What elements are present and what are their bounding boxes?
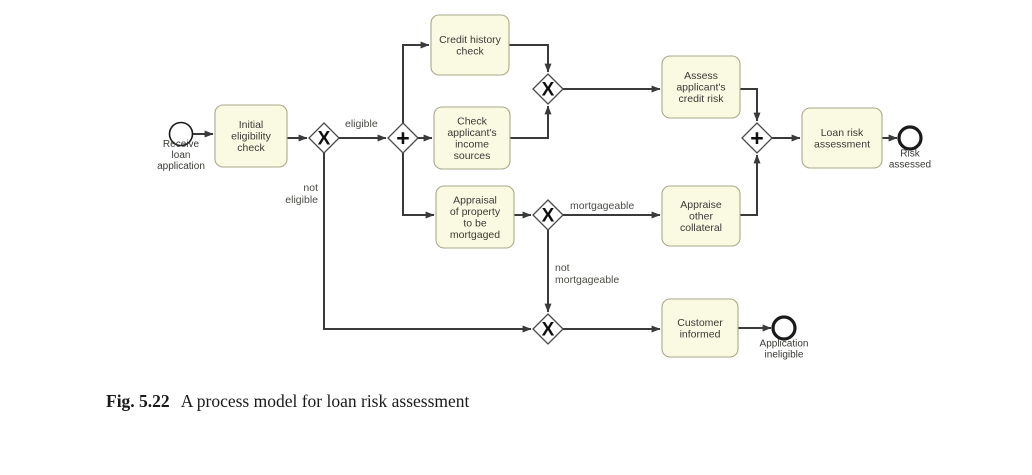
svg-text:X: X	[318, 129, 331, 150]
svg-text:+: +	[396, 125, 409, 151]
svg-text:X: X	[542, 206, 555, 227]
gateways: X + X X + X	[308, 73, 773, 345]
svg-text:X: X	[542, 320, 555, 341]
gateway-parallel-split[interactable]: +	[387, 122, 419, 154]
sequence-flows	[193, 41, 898, 333]
gateway-credit-merge[interactable]: X	[532, 73, 564, 105]
flow-xor-not-eligible	[323, 153, 532, 333]
figure-number: Fig. 5.22	[106, 391, 170, 411]
flow-and-to-appraisal	[402, 153, 435, 219]
svg-text:+: +	[750, 125, 763, 151]
gateway-ineligible-merge[interactable]: X	[532, 313, 564, 345]
figure-caption: Fig. 5.22 A process model for loan risk a…	[106, 391, 469, 412]
gateway-mortgageable-split[interactable]: X	[532, 199, 564, 231]
figure-title: A process model for loan risk assessment	[180, 391, 470, 411]
svg-text:eligible: eligible	[345, 118, 378, 130]
flow-credit-history-to-merge	[509, 44, 552, 73]
svg-text:X: X	[542, 80, 555, 101]
flow-label-eligible: eligible	[345, 118, 378, 130]
flow-and-to-credit-history	[402, 41, 430, 123]
flow-income-sources-to-merge	[510, 105, 552, 139]
flow-appraise-collateral-to-join	[740, 154, 761, 216]
gateway-parallel-join[interactable]: +	[741, 122, 773, 154]
flow-label-mortgageable: mortgageable	[570, 200, 634, 212]
flow-assess-credit-risk-to-join	[740, 88, 761, 122]
svg-text:mortgageable: mortgageable	[570, 200, 634, 212]
gateway-eligibility-split[interactable]: X	[308, 122, 340, 154]
